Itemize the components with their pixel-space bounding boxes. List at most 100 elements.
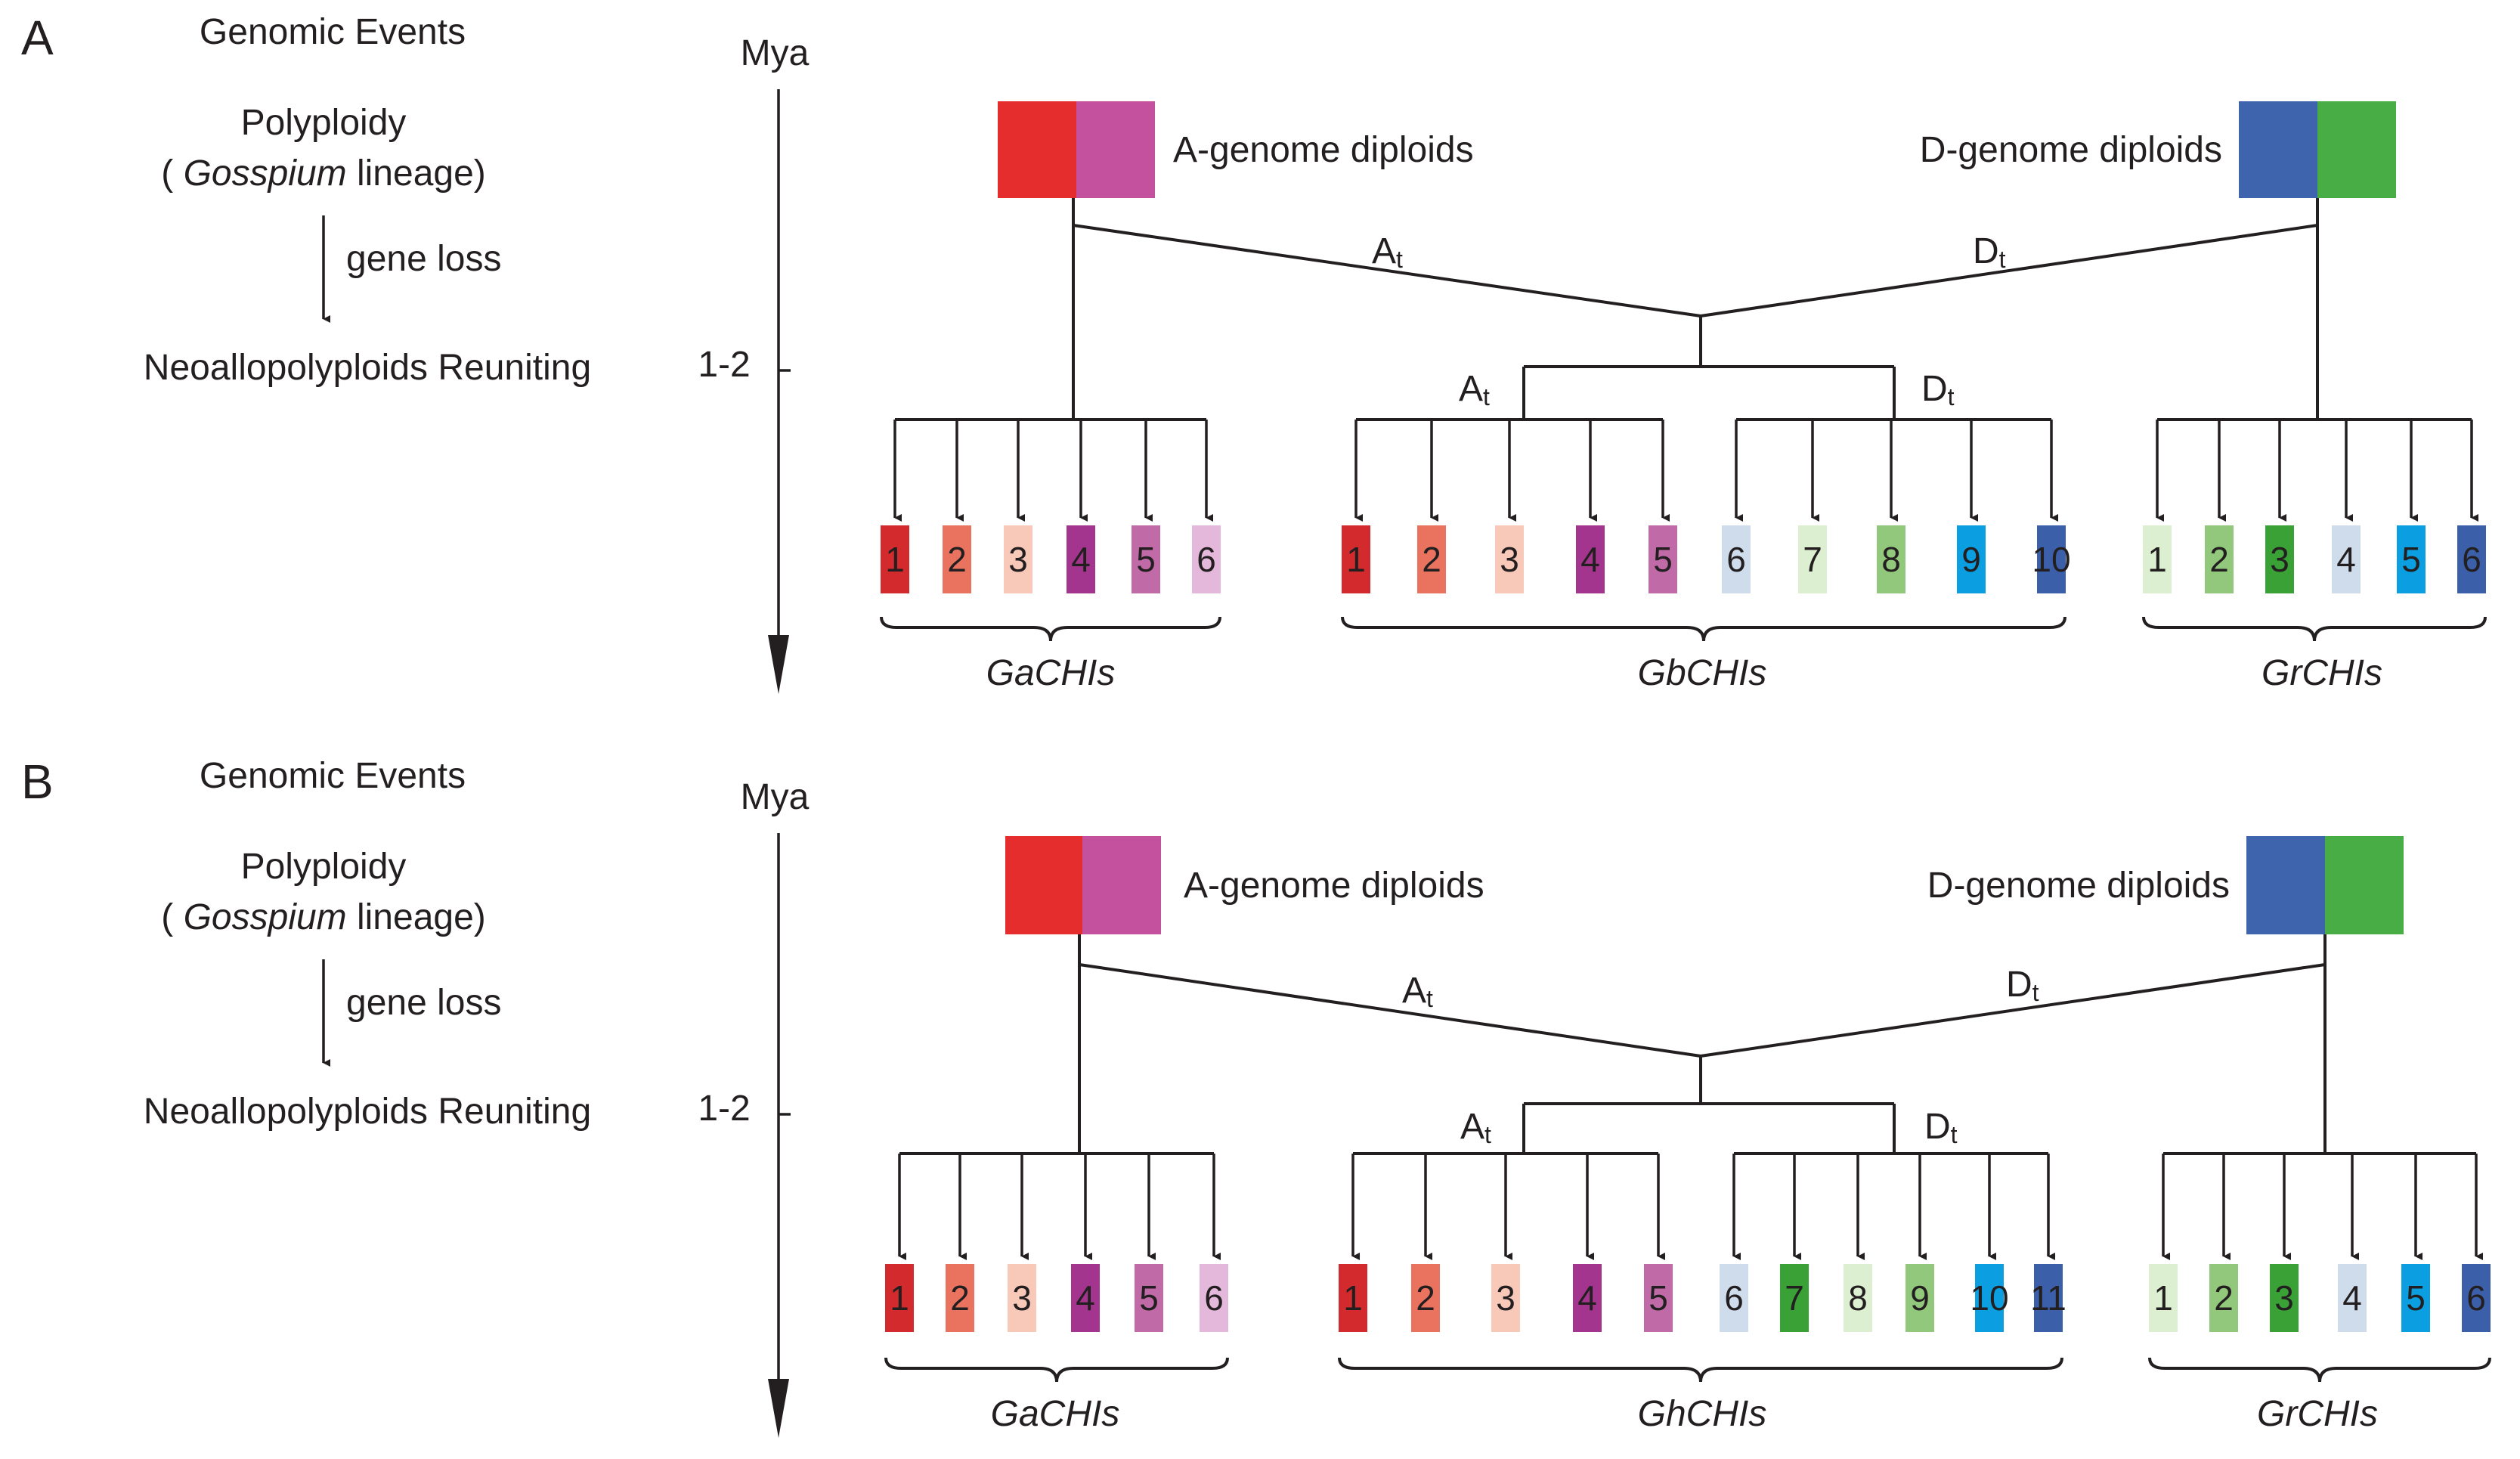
dt-letter-top: D [2006,965,2032,1005]
gene-box [2205,525,2234,593]
gene-box [1573,1264,1602,1332]
gene-number: 1 [2153,1278,2173,1318]
gene-box [1644,1264,1673,1332]
group-brace [1338,1357,2063,1383]
gene-box [2401,1264,2430,1332]
axis-arrowhead [768,1379,789,1438]
events-heading: Genomic Events [200,12,466,52]
gene-number: 4 [1076,1278,1095,1318]
gene-number: 8 [1881,540,1901,579]
axis-tick-label: 1-2 [698,345,750,385]
at-sub-top: t [1396,246,1403,273]
gene-box [2457,525,2486,593]
gene-number: 2 [947,540,967,579]
dt-label-mid: Dt [1924,1107,1958,1148]
lineage-label: ( Gosspium lineage) [161,897,486,937]
panel-letter: A [21,11,54,65]
group-brace [1341,616,2066,642]
gene-number: 6 [2466,1278,2486,1318]
gene-box [1780,1264,1809,1332]
gene-number: 5 [1136,540,1156,579]
dt-sub-mid: t [1951,1121,1958,1148]
gene-number: 3 [1500,540,1519,579]
dt-branch [1700,224,2318,318]
group-label: GhCHIs [1638,1394,1767,1434]
gene-number: 2 [1416,1278,1435,1318]
d-genome-label: D-genome diploids [1920,130,2222,170]
at-label-top: At [1372,231,1403,273]
gene-number: 6 [1724,1278,1744,1318]
polyploidy-label: Polyploidy [241,103,407,143]
a-genome-block-1 [1005,836,1082,934]
at-letter-mid: A [1460,1107,1484,1147]
gene-box [2034,1264,2063,1332]
gene-number: 6 [1197,540,1216,579]
gene-number: 4 [2336,540,2356,579]
gene-number: 2 [2214,1278,2234,1318]
polyploidy-label: Polyploidy [241,847,407,887]
gene-number: 9 [1961,540,1981,579]
at-letter-top: A [1372,231,1396,271]
gene-box [1649,525,1677,593]
dt-letter-mid: D [1924,1107,1951,1147]
gene-number: 7 [1785,1278,1804,1318]
gene-box [946,1264,974,1332]
dt-sub-top: t [1999,246,2006,273]
gene-box [1132,525,1160,593]
gene-number: 3 [2274,1278,2294,1318]
a-genome-label: A-genome diploids [1184,866,1484,906]
gene-box [1798,525,1827,593]
dt-branch [1700,963,2326,1058]
dt-sub-top: t [2032,979,2039,1006]
gene-number: 3 [1012,1278,1032,1318]
lineage-open: ( [161,153,183,194]
gene-number: 6 [1726,540,1746,579]
dt-sub-mid: t [1948,383,1955,410]
gene-box [2397,525,2426,593]
a-genome-block-2 [1082,836,1161,934]
gene-box [881,525,909,593]
gene-number: 4 [1071,540,1091,579]
group-label: GaCHIs [986,653,1116,693]
panel-letter: B [21,754,54,809]
d-genome-label: D-genome diploids [1927,866,2230,906]
gene-number: 10 [1970,1278,2008,1318]
lineage-close: lineage) [347,897,486,937]
d-genome-block-2 [2317,101,2396,198]
gene-number: 1 [885,540,905,579]
lineage-genus: Gosspium [184,153,347,194]
gene-box [2462,1264,2491,1332]
a-genome-label: A-genome diploids [1173,130,1474,170]
gene-number: 5 [1649,1278,1668,1318]
dt-letter-mid: D [1921,369,1948,409]
gene-number: 4 [1577,1278,1597,1318]
gene-box [1877,525,1905,593]
group-brace [880,616,1221,642]
gene-number: 10 [2032,540,2070,579]
gene-box [1071,1264,1100,1332]
a-genome-block-1 [998,101,1076,198]
gene-box [2270,1264,2299,1332]
lineage-close: lineage) [347,153,486,194]
dt-label-mid: Dt [1921,369,1955,410]
at-sub-top: t [1426,985,1433,1012]
gene-number: 7 [1803,540,1822,579]
gene-box [1411,1264,1440,1332]
axis-label: Mya [741,33,810,73]
reuniting-label: Neoallopolyploids Reuniting [144,1092,591,1132]
group-label: GrCHIs [2257,1394,2378,1434]
gene-loss-label: gene loss [346,239,501,279]
gene-number: 6 [1204,1278,1224,1318]
group-label: GbCHIs [1638,653,1767,693]
gene-number: 5 [2401,540,2421,579]
at-label-mid: At [1460,1107,1491,1148]
d-genome-block-2 [2325,836,2404,934]
gene-box [1720,1264,1748,1332]
